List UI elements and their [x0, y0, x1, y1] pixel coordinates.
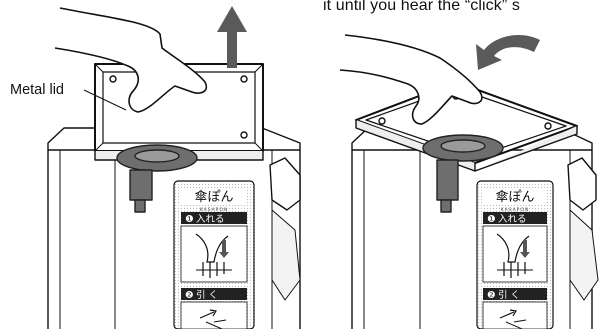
- left-step1-marker: ❶: [185, 214, 194, 225]
- right-step2-text: 引 く: [498, 290, 520, 301]
- right-step1-marker: ❶: [487, 214, 496, 225]
- left-brand-text: 傘ぽん: [194, 190, 233, 205]
- left-instruction-panel: 傘ぽん KASAPON ❶ 入れる ❷ 引 く: [174, 181, 254, 329]
- left-step2-marker: ❷: [185, 290, 194, 301]
- lift-up-arrow: [217, 6, 247, 68]
- right-panel: [340, 35, 598, 329]
- right-brand-text: 傘ぽん: [495, 190, 534, 205]
- right-step2-marker: ❷: [487, 290, 496, 301]
- left-step1-text: 入れる: [196, 214, 225, 225]
- left-step2-text: 引 く: [196, 290, 218, 301]
- left-hinge: [270, 158, 300, 210]
- right-instruction-panel: 傘ぽん KASAPON ❶ 入れる ❷ 引 く: [477, 181, 553, 329]
- metal-lid-label: Metal lid: [10, 82, 64, 98]
- lower-down-arrow: [476, 35, 540, 70]
- instruction-caption: it until you hear the “click” s: [323, 0, 520, 15]
- right-step1-text: 入れる: [498, 214, 527, 225]
